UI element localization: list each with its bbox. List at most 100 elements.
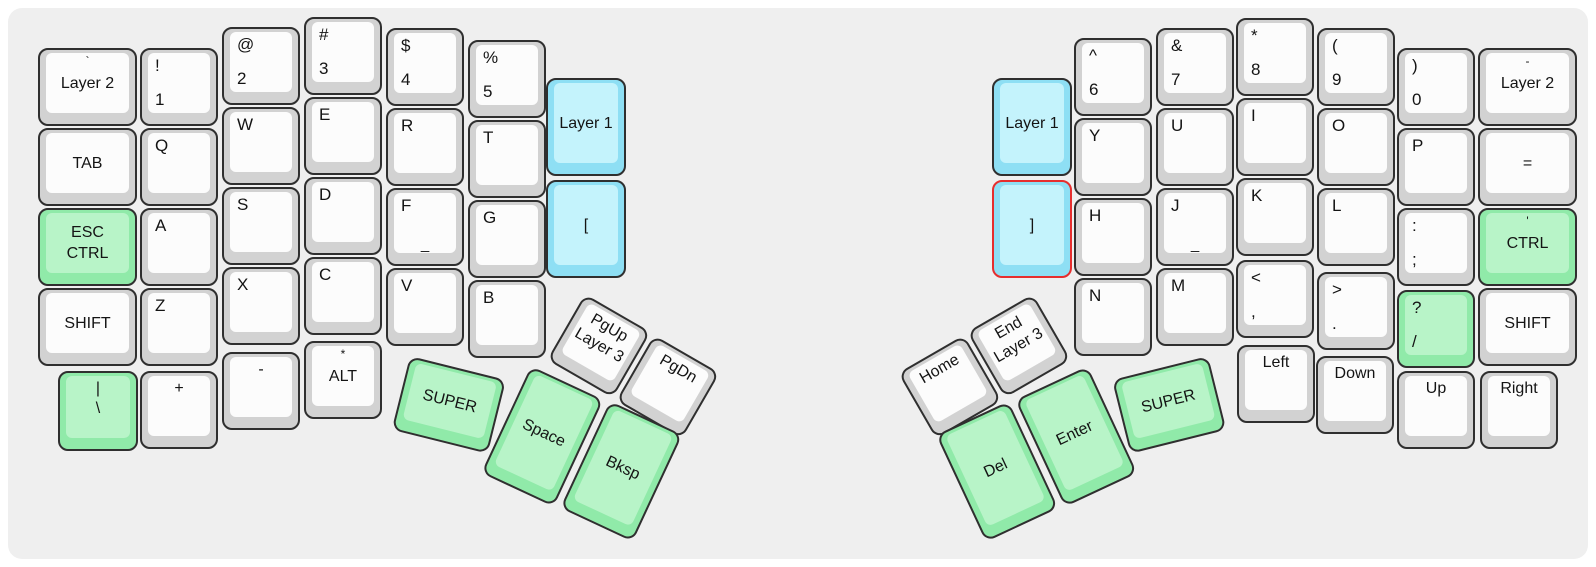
key-dash-layer2[interactable]: Layer 2- xyxy=(1478,48,1577,126)
keycap-top: Layer 2` xyxy=(46,53,129,113)
key-q[interactable]: Q xyxy=(140,128,218,206)
key-greater-period[interactable]: >. xyxy=(1317,272,1395,350)
key-legend: 9 xyxy=(1332,70,1342,89)
keycap-top: !1 xyxy=(148,53,210,113)
key-paren-0[interactable]: )0 xyxy=(1397,48,1475,126)
key-legend: Layer 2 xyxy=(60,74,115,92)
key-legend: X xyxy=(237,275,249,294)
key-y[interactable]: Y xyxy=(1074,118,1152,196)
keycap-top: O xyxy=(1325,113,1387,173)
key-legend: 1 xyxy=(155,90,165,109)
key-g[interactable]: G xyxy=(468,200,546,278)
key-tab[interactable]: TAB xyxy=(38,128,137,206)
key-ampersand-7[interactable]: &7 xyxy=(1156,28,1234,106)
key-shift-right[interactable]: SHIFT xyxy=(1478,288,1577,366)
key-o[interactable]: O xyxy=(1317,108,1395,186)
key-p[interactable]: P xyxy=(1397,128,1475,206)
key-legend: U xyxy=(1171,116,1184,135)
key-w[interactable]: W xyxy=(222,107,300,185)
key-legend: N xyxy=(1089,286,1102,305)
key-legend: ? xyxy=(1412,298,1422,317)
key-super-left[interactable]: SUPER xyxy=(391,356,507,454)
key-legend: ! xyxy=(155,56,160,75)
key-t[interactable]: T xyxy=(468,120,546,198)
key-open-bracket[interactable]: [ xyxy=(546,180,626,278)
key-shift-left[interactable]: SHIFT xyxy=(38,288,137,366)
key-n[interactable]: N xyxy=(1074,278,1152,356)
key-legend: Up xyxy=(1425,380,1447,397)
key-close-bracket[interactable]: ] xyxy=(992,180,1072,278)
key-j[interactable]: J_ xyxy=(1156,188,1234,266)
key-minus[interactable]: - xyxy=(222,352,300,430)
key-plus[interactable]: + xyxy=(140,371,218,449)
key-a[interactable]: A xyxy=(140,208,218,286)
keycap-top: &7 xyxy=(1164,33,1226,93)
key-legend: H xyxy=(1089,206,1102,225)
key-legend: Layer 1 xyxy=(1005,114,1059,132)
key-l[interactable]: L xyxy=(1317,188,1395,266)
key-layer1-left[interactable]: Layer 1 xyxy=(546,78,626,176)
key-v[interactable]: V xyxy=(386,268,464,346)
key-arrow-right[interactable]: Right xyxy=(1480,371,1558,449)
key-sub-legend: * xyxy=(340,347,346,361)
key-arrow-up[interactable]: Up xyxy=(1397,371,1475,449)
key-legend: Q xyxy=(155,136,169,155)
key-c[interactable]: C xyxy=(304,257,382,335)
key-super-right[interactable]: SUPER xyxy=(1112,356,1227,454)
key-legend: # xyxy=(319,25,329,44)
key-exclamation-1[interactable]: !1 xyxy=(140,48,218,126)
key-r[interactable]: R xyxy=(386,108,464,186)
key-legend: J xyxy=(1171,196,1180,215)
key-e[interactable]: E xyxy=(304,97,382,175)
key-legend: 2 xyxy=(237,69,247,88)
homing-bar: _ xyxy=(1190,236,1200,253)
key-legend: 8 xyxy=(1251,60,1261,79)
key-question-slash[interactable]: ?/ xyxy=(1397,290,1475,368)
key-pipe-backslash[interactable]: |\ xyxy=(58,371,138,451)
key-layer1-right[interactable]: Layer 1 xyxy=(992,78,1072,176)
key-legend: : xyxy=(1412,216,1417,235)
key-hash-3[interactable]: #3 xyxy=(304,17,382,95)
key-k[interactable]: K xyxy=(1236,178,1314,256)
keycap-top: ALT* xyxy=(312,346,374,406)
key-paren-9[interactable]: (9 xyxy=(1317,28,1395,106)
key-percent-5[interactable]: %5 xyxy=(468,40,546,118)
key-arrow-down[interactable]: Down xyxy=(1316,356,1394,434)
key-at-2[interactable]: @2 xyxy=(222,27,300,105)
key-i[interactable]: I xyxy=(1236,98,1314,176)
key-legend: 6 xyxy=(1089,80,1099,99)
key-m[interactable]: M xyxy=(1156,268,1234,346)
keycap-top: SHIFT xyxy=(46,293,129,353)
keycap-top: + xyxy=(148,376,210,436)
key-d[interactable]: D xyxy=(304,177,382,255)
key-quote-ctrl[interactable]: CTRL' xyxy=(1478,208,1577,286)
key-b[interactable]: B xyxy=(468,280,546,358)
key-asterisk-8[interactable]: *8 xyxy=(1236,18,1314,96)
key-less-comma[interactable]: <, xyxy=(1236,260,1314,338)
key-x[interactable]: X xyxy=(222,267,300,345)
key-h[interactable]: H xyxy=(1074,198,1152,276)
key-s[interactable]: S xyxy=(222,187,300,265)
key-u[interactable]: U xyxy=(1156,108,1234,186)
key-z[interactable]: Z xyxy=(140,288,218,366)
key-asterisk-alt[interactable]: ALT* xyxy=(304,341,382,419)
key-legend: Home xyxy=(916,351,963,388)
key-f[interactable]: F_ xyxy=(386,188,464,266)
key-legend: F xyxy=(401,196,412,215)
key-legend: = xyxy=(1522,154,1533,172)
key-caret-6[interactable]: ^6 xyxy=(1074,38,1152,116)
key-arrow-left[interactable]: Left xyxy=(1237,345,1315,423)
keycap-top: E xyxy=(312,102,374,162)
keycap-top: $4 xyxy=(394,33,456,93)
key-colon-semicolon[interactable]: :; xyxy=(1397,208,1475,286)
key-legend: R xyxy=(401,116,414,135)
key-dollar-4[interactable]: $4 xyxy=(386,28,464,106)
key-equals[interactable]: = xyxy=(1478,128,1577,206)
keycap-top: U xyxy=(1164,113,1226,173)
keycap-top: Home xyxy=(907,343,989,424)
key-backtick-layer2[interactable]: Layer 2` xyxy=(38,48,137,126)
key-legend: 3 xyxy=(319,59,329,78)
